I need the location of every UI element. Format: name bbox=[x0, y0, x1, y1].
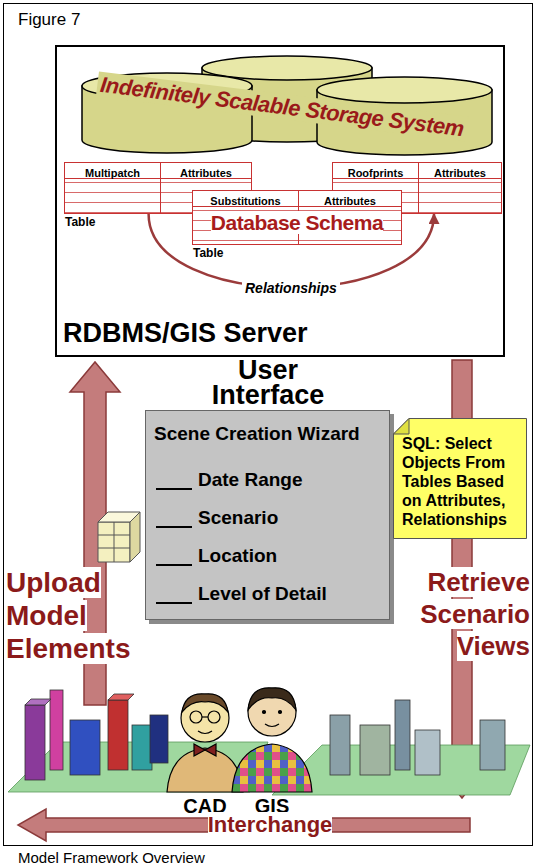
city-building bbox=[50, 690, 63, 770]
server-title: RDBMS/GIS Server bbox=[63, 318, 308, 349]
city-building bbox=[132, 725, 152, 770]
note-paper bbox=[394, 419, 527, 539]
person-body bbox=[232, 744, 312, 792]
person-eye bbox=[279, 711, 282, 714]
wizard-panel: User InterfaceScene Creation WizardDate … bbox=[145, 410, 390, 620]
cad-user-figure bbox=[167, 694, 243, 792]
person-body bbox=[167, 748, 243, 792]
table-header-text: Substitutions bbox=[210, 195, 280, 207]
figure-caption: Model Framework Overview bbox=[18, 849, 205, 866]
sql-note: SQL: Select Objects From Tables Based on… bbox=[393, 418, 527, 539]
city-building bbox=[108, 700, 128, 770]
cad-city-model bbox=[8, 690, 268, 792]
city-building bbox=[330, 715, 350, 775]
retrieve-label-box: Retrieve Scenario Views bbox=[394, 566, 530, 662]
person-mouth bbox=[198, 731, 212, 734]
city-building bbox=[70, 720, 100, 775]
table-header-text: Attributes bbox=[434, 167, 486, 179]
building-bay bbox=[114, 522, 115, 562]
table-header-text: Multipatch bbox=[85, 167, 140, 179]
city-building bbox=[395, 700, 410, 770]
building-model bbox=[98, 512, 140, 562]
blank-line bbox=[156, 488, 192, 490]
table-header-cell: Attributes bbox=[298, 191, 401, 207]
connector-label: Relationships bbox=[242, 280, 340, 296]
interchange-label-box: Interchange bbox=[140, 812, 400, 837]
storage-cylinders: Indefinitely Scalable Storage System bbox=[62, 50, 502, 160]
note-fold bbox=[394, 419, 410, 435]
glasses-lens bbox=[208, 711, 220, 723]
table-header-text: Attributes bbox=[180, 167, 232, 179]
blank-line bbox=[156, 564, 192, 566]
schema-label-box: Database Schema bbox=[192, 211, 402, 235]
table-header-cell: Attributes bbox=[418, 163, 501, 179]
bow-tie bbox=[205, 744, 216, 756]
table-caption: Table bbox=[193, 246, 223, 260]
person-hair bbox=[248, 688, 296, 710]
building-front bbox=[98, 522, 130, 562]
wizard-field: Date Range bbox=[198, 469, 303, 491]
schema-label: Database Schema bbox=[211, 211, 383, 234]
blank-line bbox=[156, 602, 192, 604]
gis-user-figure bbox=[232, 688, 312, 792]
person-head bbox=[248, 688, 296, 736]
upload-label: Upload Model Elements bbox=[6, 567, 131, 664]
interface-heading: User Interface bbox=[193, 358, 343, 408]
city-building bbox=[480, 720, 505, 770]
blank-line bbox=[156, 526, 192, 528]
person-eye bbox=[263, 711, 266, 714]
table-header-cell: Substitutions bbox=[193, 191, 298, 207]
glasses-lens bbox=[190, 711, 202, 723]
table-caption: Table bbox=[65, 215, 95, 229]
city-building bbox=[360, 725, 390, 775]
wizard-field: Location bbox=[198, 545, 277, 567]
person-head bbox=[181, 694, 229, 742]
table-header-cell: Attributes bbox=[160, 163, 251, 179]
city-building bbox=[25, 705, 45, 780]
interchange-arrow bbox=[18, 809, 470, 841]
wizard-field: Scenario bbox=[198, 507, 278, 529]
building-side bbox=[130, 512, 140, 562]
server-box: RDBMS/GIS Server Indefinitely Scalable St… bbox=[55, 45, 505, 357]
figure-title: Figure 7 bbox=[18, 10, 80, 30]
interchange-label: Interchange bbox=[208, 812, 333, 837]
wizard-title: Scene Creation Wizard bbox=[154, 423, 360, 445]
person-hair bbox=[182, 694, 228, 712]
table-header-text: Attributes bbox=[324, 195, 376, 207]
city-building bbox=[415, 730, 440, 775]
table-header-cell: Multipatch bbox=[65, 163, 160, 179]
table-header-text: Roofprints bbox=[348, 167, 404, 179]
city-roof bbox=[108, 694, 134, 700]
wizard-field: Level of Detail bbox=[198, 583, 327, 605]
retrieve-label: Retrieve Scenario Views bbox=[420, 567, 530, 661]
upload-label-box: Upload Model Elements bbox=[6, 566, 156, 665]
city-roof bbox=[25, 699, 51, 705]
note-text-holder: SQL: Select Objects From Tables Based on… bbox=[393, 418, 527, 535]
glasses-bridge bbox=[202, 716, 208, 717]
connector-label-box: Relationships bbox=[242, 279, 340, 297]
note-text: SQL: Select Objects From Tables Based on… bbox=[402, 434, 521, 529]
cylinder-top bbox=[317, 77, 492, 103]
person-mouth bbox=[265, 724, 279, 727]
city-building bbox=[150, 715, 168, 763]
table-header-cell: Roofprints bbox=[333, 163, 418, 179]
bow-tie bbox=[194, 744, 205, 756]
